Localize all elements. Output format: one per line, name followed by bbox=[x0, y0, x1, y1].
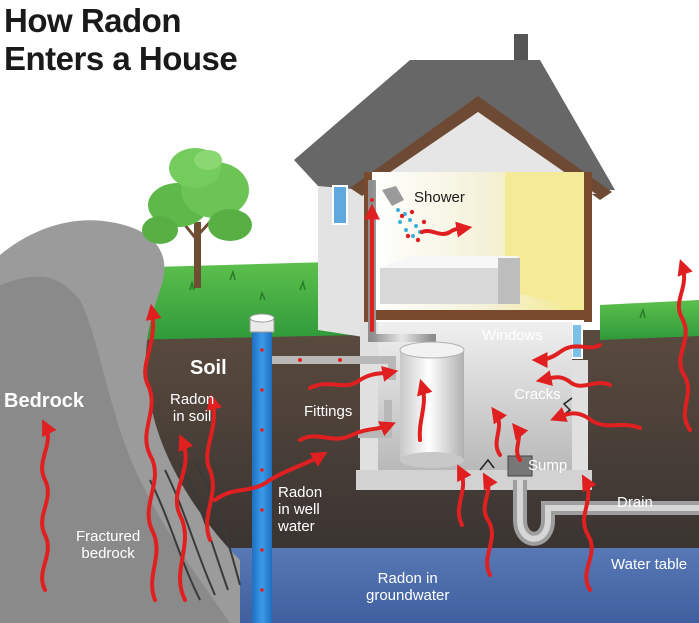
label-soil: Soil bbox=[190, 357, 227, 379]
basement-floor bbox=[356, 470, 592, 490]
radon-arrows bbox=[40, 203, 693, 602]
radon-arrow-soil-3 bbox=[205, 393, 223, 542]
radon-particles-well bbox=[260, 348, 264, 592]
label-fractured-bedrock-line-1: Fractured bbox=[76, 528, 141, 545]
radon-particles-shower bbox=[399, 209, 427, 243]
water-tank bbox=[399, 341, 465, 468]
drain-pipe bbox=[513, 480, 699, 546]
room-floor bbox=[364, 310, 592, 320]
tree-branch bbox=[183, 220, 212, 241]
fracture-lines bbox=[149, 461, 241, 601]
label-bedrock: Bedrock bbox=[4, 390, 85, 412]
label-drain: Drain bbox=[617, 494, 653, 511]
house-left-wall bbox=[318, 155, 370, 338]
radon-arrow-window bbox=[531, 343, 602, 368]
label-radon-in-groundwater: Radon in groundwater bbox=[366, 570, 449, 604]
well-cap-top bbox=[249, 313, 275, 323]
side-window bbox=[332, 185, 348, 225]
radon-arrow-fittings bbox=[298, 421, 396, 442]
radon-arrow-soil-2 bbox=[174, 434, 194, 602]
diagram-title: How Radon Enters a House bbox=[4, 2, 238, 78]
label-shower: Shower bbox=[414, 189, 465, 206]
roof bbox=[294, 60, 615, 190]
label-radon-in-well-water: Radon in well water bbox=[278, 484, 322, 535]
radon-arrow-crack-1 bbox=[550, 407, 642, 430]
radon-arrow-fittings-2 bbox=[308, 366, 399, 390]
radon-arrow-bedrock bbox=[40, 419, 57, 592]
label-cracks: Cracks bbox=[514, 386, 561, 403]
basement-wall-left bbox=[360, 322, 378, 490]
label-radon-in-soil: Radon in soil bbox=[170, 391, 214, 425]
room-back-wall-shade bbox=[505, 172, 584, 310]
basement-wall-right bbox=[572, 360, 588, 490]
grass-field bbox=[120, 262, 360, 340]
title-line-1: How Radon bbox=[4, 2, 181, 39]
label-water-table: Water table bbox=[611, 556, 688, 573]
radon-arrow-ground-1 bbox=[456, 464, 472, 527]
label-radon-in-soil-line-2: in soil bbox=[172, 408, 212, 425]
label-radon-in-well-water-line-3: water bbox=[278, 518, 315, 535]
label-windows: Windows bbox=[482, 327, 543, 344]
label-fractured-bedrock-line-2: bedrock bbox=[81, 545, 135, 562]
radon-arrow-soil-1 bbox=[143, 303, 162, 602]
label-fractured-bedrock: Fractured bedrock bbox=[76, 528, 140, 562]
radon-arrow-right bbox=[676, 258, 693, 432]
radon-arrow-basement-1 bbox=[491, 406, 508, 457]
label-radon-in-soil-line-1: Radon bbox=[170, 391, 215, 408]
radon-arrow-ground-3 bbox=[581, 474, 597, 592]
radon-arrow-tank bbox=[417, 378, 433, 442]
label-radon-in-well-water-line-1: Radon bbox=[278, 484, 323, 501]
label-sump: Sump bbox=[528, 457, 568, 474]
radon-arrow-ground-2 bbox=[482, 472, 498, 577]
label-radon-in-well-water-line-2: in well bbox=[278, 501, 320, 518]
radon-arrow-crack-2 bbox=[535, 370, 612, 388]
label-radon-in-groundwater-line-1: Radon in bbox=[377, 570, 438, 587]
label-fittings: Fittings bbox=[304, 403, 353, 420]
shower-head bbox=[382, 186, 404, 206]
tree-trunk bbox=[194, 222, 201, 288]
radon-arrow-well bbox=[213, 451, 328, 502]
radon-arrow-basement-2 bbox=[512, 422, 529, 462]
bedrock-shadow bbox=[0, 276, 230, 623]
well-casing bbox=[252, 330, 272, 623]
label-radon-in-groundwater-line-2: groundwater bbox=[366, 587, 450, 604]
grass-right bbox=[600, 300, 699, 340]
title-line-2: Enters a House bbox=[4, 40, 238, 77]
floor-crack bbox=[479, 458, 495, 471]
bathtub bbox=[380, 256, 520, 304]
radon-arrow-shower bbox=[420, 221, 473, 238]
tree-canopy bbox=[142, 148, 252, 244]
room-frame-right bbox=[584, 172, 592, 322]
